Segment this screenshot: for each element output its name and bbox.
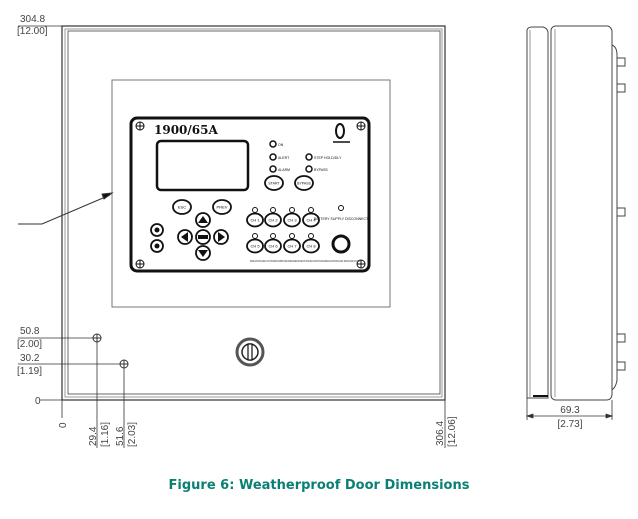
dimension-lines xyxy=(18,25,446,448)
battery-disconnect-switch[interactable] xyxy=(331,234,351,254)
svg-text:CH 6: CH 6 xyxy=(268,244,278,249)
dim-origin-x: 0 xyxy=(58,422,69,428)
ch6-button[interactable]: CH 6 xyxy=(264,233,282,254)
horn-button[interactable] xyxy=(150,239,164,253)
dim-hole2-y-mm: 30.2 xyxy=(20,353,40,364)
svg-text:CH 3: CH 3 xyxy=(287,218,297,223)
led-step-label: STEP HOLD/DLY xyxy=(314,156,342,160)
mounting-hole-icon xyxy=(92,333,129,369)
panel-model: 1900/65A xyxy=(154,123,218,137)
ch7-button[interactable]: CH 7 xyxy=(283,233,301,254)
left-arrow-button[interactable] xyxy=(177,229,193,245)
ch8-button[interactable]: CH 8 xyxy=(302,233,320,254)
led-alarm-label: ALARM xyxy=(278,168,290,172)
alarm-ack-button[interactable] xyxy=(150,223,164,237)
svg-text:PREV: PREV xyxy=(217,205,228,210)
dim-height-mm: 304.8 xyxy=(20,14,45,25)
dim-hole1-y-in: [2.00] xyxy=(17,339,42,350)
svg-text:CH 8: CH 8 xyxy=(306,244,316,249)
dim-hole1-y-mm: 50.8 xyxy=(20,326,40,337)
dim-hole1-x-in: [1.16] xyxy=(100,422,111,447)
dim-hole1-x-mm: 29.4 xyxy=(88,426,99,446)
screw-icon xyxy=(135,121,366,269)
led-bypass-label: BYPASS xyxy=(314,168,328,172)
dim-origin-y: 0 xyxy=(35,396,41,407)
esc-button[interactable]: ESC xyxy=(172,199,192,215)
prev-button[interactable]: PREV xyxy=(212,199,232,215)
warning-text: WARNING: EXPLOSION HAZARD - DO NOT DISCO… xyxy=(250,259,360,263)
svg-text:CH 4: CH 4 xyxy=(306,218,316,223)
ch2-button[interactable]: CH 2 xyxy=(264,207,282,228)
logo-icon xyxy=(333,123,350,143)
svg-text:ESC: ESC xyxy=(178,205,186,210)
lcd-display xyxy=(155,139,250,192)
right-arrow-button[interactable] xyxy=(213,229,229,245)
dim-hole2-x-mm: 51.6 xyxy=(115,426,126,446)
bypass-button[interactable]: BYPASS xyxy=(294,175,314,191)
control-panel: 1900/65A ON ALERT STEP HOLD/DLY ALARM BY… xyxy=(129,116,371,273)
dim-depth-in: [2.73] xyxy=(557,419,582,430)
led-indicators: ON ALERT STEP HOLD/DLY ALARM BYPASS xyxy=(269,140,342,173)
depth-dimension xyxy=(525,398,614,420)
dim-width-mm: 306.4 xyxy=(435,421,446,446)
dim-width-in: [12.06] xyxy=(447,416,458,447)
dim-hole2-y-in: [1.19] xyxy=(17,366,42,377)
led-on-label: ON xyxy=(278,143,284,147)
dim-hole2-x-in: [2.03] xyxy=(127,422,138,447)
ch1-button[interactable]: CH 1 xyxy=(246,207,264,228)
ch3-button[interactable]: CH 3 xyxy=(283,207,301,228)
svg-text:CH 1: CH 1 xyxy=(250,218,260,223)
figure-caption: Figure 6: Weatherproof Door Dimensions xyxy=(168,478,470,493)
svg-text:CH 5: CH 5 xyxy=(250,244,260,249)
led-alert-label: ALERT xyxy=(278,156,290,160)
battery-led xyxy=(338,205,344,211)
svg-text:CH 7: CH 7 xyxy=(287,244,297,249)
dim-depth-mm: 69.3 xyxy=(560,405,580,416)
dim-height-in: [12.00] xyxy=(17,26,48,37)
leader-arrow xyxy=(18,192,114,225)
ch4-button[interactable]: CH 4 xyxy=(302,207,320,228)
door-side-view xyxy=(526,25,626,401)
ch5-button[interactable]: CH 5 xyxy=(246,233,264,254)
svg-text:CH 2: CH 2 xyxy=(268,218,278,223)
down-arrow-button[interactable] xyxy=(195,245,211,261)
enter-button[interactable] xyxy=(195,229,211,245)
svg-text:START: START xyxy=(268,182,280,186)
svg-text:BYPASS: BYPASS xyxy=(297,182,311,186)
start-button[interactable]: START xyxy=(264,175,284,191)
battery-label: BATTERY SUPPLY DISCONNECT xyxy=(314,217,369,221)
door-lock-icon[interactable] xyxy=(235,337,265,367)
up-arrow-button[interactable] xyxy=(195,212,211,228)
